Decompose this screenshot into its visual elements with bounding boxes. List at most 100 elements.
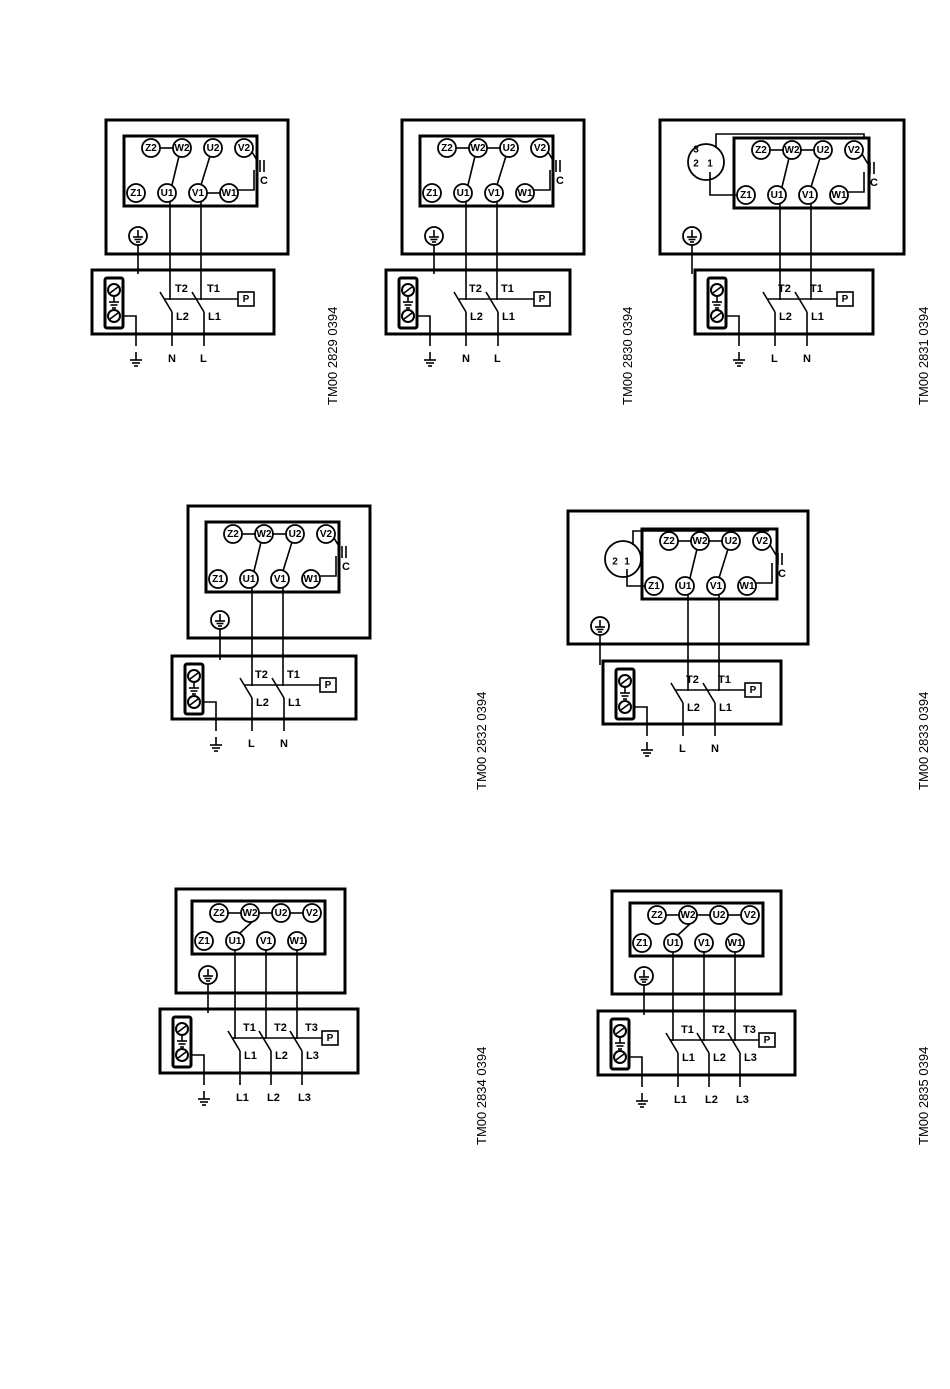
supply-label: L (494, 353, 501, 365)
terminal-u2: U2 (271, 903, 291, 923)
terminal-u2: U2 (203, 138, 223, 158)
link-u2-v1 (282, 541, 293, 572)
terminal-ring (782, 140, 802, 160)
ground-icon (733, 352, 745, 367)
terminal-w2: W2 (690, 531, 710, 551)
terminal-ring (209, 903, 229, 923)
capacitor-label: C (778, 568, 786, 580)
line-contact-label: L1 (502, 311, 515, 323)
switch-blade (670, 682, 684, 704)
terminal-label: U1 (243, 574, 256, 585)
supply-label: L1 (674, 1094, 687, 1106)
earth-icon (198, 965, 218, 985)
terminal-label: W1 (290, 936, 305, 947)
protector-box: P (319, 677, 337, 693)
line-contact-label: L2 (176, 311, 189, 323)
switch-blade (191, 291, 205, 313)
protector-label: P (842, 294, 849, 305)
terminal-label: U2 (275, 908, 288, 919)
line-contact-label: L1 (811, 311, 824, 323)
ground-icon (130, 352, 142, 367)
terminal-w1: W1 (737, 576, 757, 596)
motor-terminal-box (610, 889, 783, 996)
terminal-v1: V1 (270, 569, 290, 589)
terminal-u1: U1 (239, 569, 259, 589)
cap-lead (238, 170, 255, 191)
ground-icon (210, 737, 222, 752)
contact-label: T2 (712, 1024, 725, 1036)
starter-pin-label: 2 (693, 159, 699, 170)
ground-lead (191, 1054, 205, 1085)
protector-box: P (744, 682, 762, 698)
earth-terminal-block (706, 276, 728, 330)
supply-label: L (248, 738, 255, 750)
switch-blade (289, 1030, 303, 1052)
contact-label: T1 (681, 1024, 694, 1036)
terminal-ring (285, 524, 305, 544)
line-contact-label: L3 (744, 1052, 757, 1064)
terminal-label: Z1 (740, 190, 752, 201)
terminal-board (190, 899, 327, 956)
motor-terminal-box (186, 504, 372, 640)
line-contact-label: L2 (713, 1052, 726, 1064)
cap-lead (756, 563, 773, 584)
link-u2-v1 (200, 155, 211, 186)
motor-terminal-box (174, 887, 347, 995)
terminal-label: V2 (320, 529, 333, 540)
terminal-ring (437, 138, 457, 158)
protector-box: P (836, 291, 854, 307)
terminal-ring (484, 183, 504, 203)
terminal-v1: V1 (694, 933, 714, 953)
starter-pin-label: 1 (707, 159, 713, 170)
terminal-label: U2 (817, 145, 830, 156)
terminal-label: Z2 (441, 143, 453, 154)
ground-icon (198, 1091, 210, 1106)
terminal-label: V2 (756, 536, 769, 547)
earth-icon (682, 226, 702, 246)
terminal-ring (709, 905, 729, 925)
contact-label: T1 (718, 674, 731, 686)
terminal-ring (219, 183, 239, 203)
terminal-ring (678, 905, 698, 925)
terminal-ring (188, 183, 208, 203)
ground-lead (726, 315, 740, 346)
terminal-ring (302, 903, 322, 923)
terminal-label: W2 (175, 143, 190, 154)
switch-blade (453, 291, 467, 313)
terminal-z2: Z2 (437, 138, 457, 158)
switch-box (601, 659, 783, 726)
protector-frame (321, 1030, 339, 1046)
cap-lead (769, 544, 777, 556)
terminal-label: W1 (728, 938, 743, 949)
contact-label: T2 (469, 283, 482, 295)
switch-blade (258, 1030, 272, 1052)
terminal-ring (203, 138, 223, 158)
terminal-ring (515, 183, 535, 203)
terminal-label: V2 (238, 143, 251, 154)
contact-label: T2 (255, 669, 268, 681)
terminal-label: W2 (785, 145, 800, 156)
terminal-label: V2 (848, 145, 861, 156)
terminal-label: W2 (257, 529, 272, 540)
contact-label: T1 (287, 669, 300, 681)
switch-blade (239, 677, 253, 699)
contact-label: T2 (778, 283, 791, 295)
terminal-u2: U2 (721, 531, 741, 551)
switch-blade (665, 1032, 679, 1054)
terminal-z2: Z2 (751, 140, 771, 160)
terminal-ring (316, 524, 336, 544)
motor-terminal-box (400, 118, 586, 256)
cap-lead (861, 153, 869, 165)
switch-blade (696, 1032, 710, 1054)
terminal-w2: W2 (172, 138, 192, 158)
capacitor-icon (777, 553, 783, 565)
terminal-board (418, 134, 555, 208)
terminal-label: U2 (503, 143, 516, 154)
terminal-label: V1 (802, 190, 815, 201)
terminal-z2: Z2 (141, 138, 161, 158)
contact-label: T3 (305, 1022, 318, 1034)
ground-icon (641, 742, 653, 757)
terminal-v1: V1 (798, 185, 818, 205)
terminal-v2: V2 (844, 140, 864, 160)
